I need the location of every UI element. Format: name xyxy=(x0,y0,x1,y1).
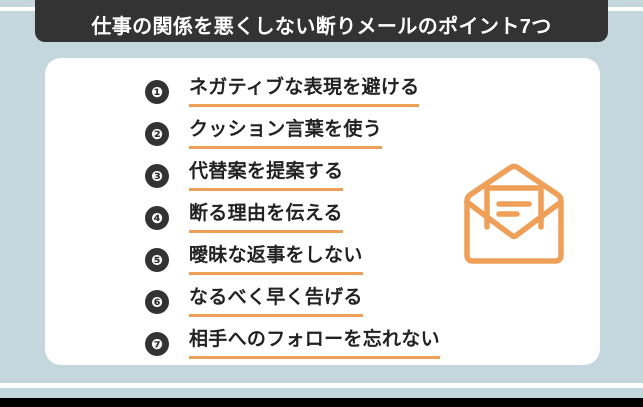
open-envelope-with-letter-icon xyxy=(463,163,565,265)
list-item-label-3: 代替案を提案する xyxy=(189,161,344,191)
list-item: ❺ 曖昧な返事をしない xyxy=(145,239,565,281)
number-badge-1: ❶ xyxy=(145,80,169,104)
list-item-label-4: 断る理由を伝える xyxy=(189,203,343,233)
number-badge-5: ❺ xyxy=(145,248,169,272)
list-item-label-5: 曖昧な返事をしない xyxy=(189,245,363,275)
content-card: ❶ ネガティブな表現を避ける ❷ クッション言葉を使う ❸ 代替案を提案する ❹… xyxy=(45,58,600,365)
title-bar: 仕事の関係を悪くしない断りメールのポイント7つ xyxy=(35,0,608,42)
number-badge-2: ❷ xyxy=(145,122,169,146)
page-title: 仕事の関係を悪くしない断りメールのポイント7つ xyxy=(91,16,552,38)
list-item: ❸ 代替案を提案する xyxy=(145,155,565,197)
footer-bar xyxy=(0,398,643,407)
list-item-label-2: クッション言葉を使う xyxy=(189,119,383,149)
number-badge-3: ❸ xyxy=(145,164,169,188)
number-badge-4: ❹ xyxy=(145,206,169,230)
list-item-label-7: 相手へのフォローを忘れない xyxy=(189,329,440,359)
list-item-label-1: ネガティブな表現を避ける xyxy=(189,77,420,107)
list-item: ❹ 断る理由を伝える xyxy=(145,197,565,239)
list-item: ❻ なるべく早く告げる xyxy=(145,281,565,323)
number-badge-6: ❻ xyxy=(145,290,169,314)
list-item: ❶ ネガティブな表現を避ける xyxy=(145,71,565,113)
number-badge-7: ❼ xyxy=(145,332,169,356)
points-list: ❶ ネガティブな表現を避ける ❷ クッション言葉を使う ❸ 代替案を提案する ❹… xyxy=(145,71,565,365)
bottom-divider-rule xyxy=(0,383,643,388)
list-item: ❼ 相手へのフォローを忘れない xyxy=(145,323,565,365)
list-item: ❷ クッション言葉を使う xyxy=(145,113,565,155)
list-item-label-6: なるべく早く告げる xyxy=(189,287,363,317)
